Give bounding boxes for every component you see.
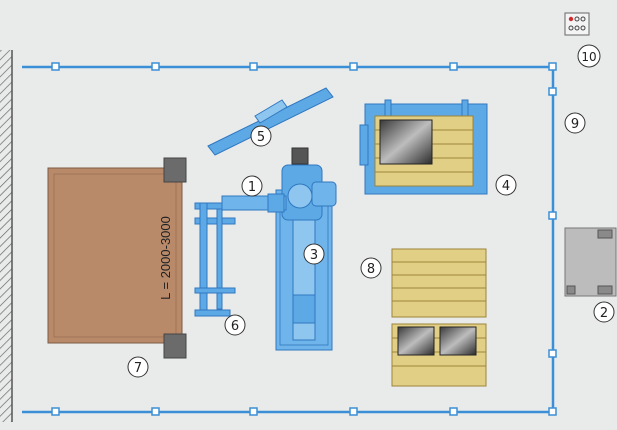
callout-6: 6 <box>224 314 246 336</box>
callout-2-label: 2 <box>600 306 608 321</box>
callout-1: 1 <box>241 175 263 197</box>
stacker <box>359 99 488 195</box>
control-cabinet <box>564 227 617 297</box>
callout-3: 3 <box>303 243 325 265</box>
fence-posts <box>51 62 557 416</box>
callout-4: 4 <box>495 174 517 196</box>
callout-5-label: 5 <box>257 130 265 145</box>
callout-5: 5 <box>250 125 272 147</box>
dimension-label: L = 2000-3000 <box>158 216 173 300</box>
callout-6-label: 6 <box>231 319 239 334</box>
callout-2: 2 <box>593 301 615 323</box>
callout-1-label: 1 <box>248 180 256 195</box>
operator-panel <box>564 12 590 36</box>
callout-8: 8 <box>360 257 382 279</box>
wall <box>0 50 13 422</box>
robot <box>221 147 337 221</box>
callout-7: 7 <box>127 356 149 378</box>
slanted-conveyor <box>207 87 334 156</box>
pallets <box>391 248 487 387</box>
callout-7-label: 7 <box>134 361 142 376</box>
safety-fence <box>22 65 555 414</box>
callout-4-label: 4 <box>502 179 510 194</box>
gripper-rack <box>194 202 236 317</box>
callout-10-label: 10 <box>581 50 596 64</box>
callout-3-label: 3 <box>310 248 318 263</box>
callout-9-label: 9 <box>571 117 579 132</box>
callout-8-label: 8 <box>367 262 375 277</box>
callout-9: 9 <box>564 112 586 134</box>
callout-10: 10 <box>577 44 601 68</box>
conveyor <box>47 157 187 359</box>
